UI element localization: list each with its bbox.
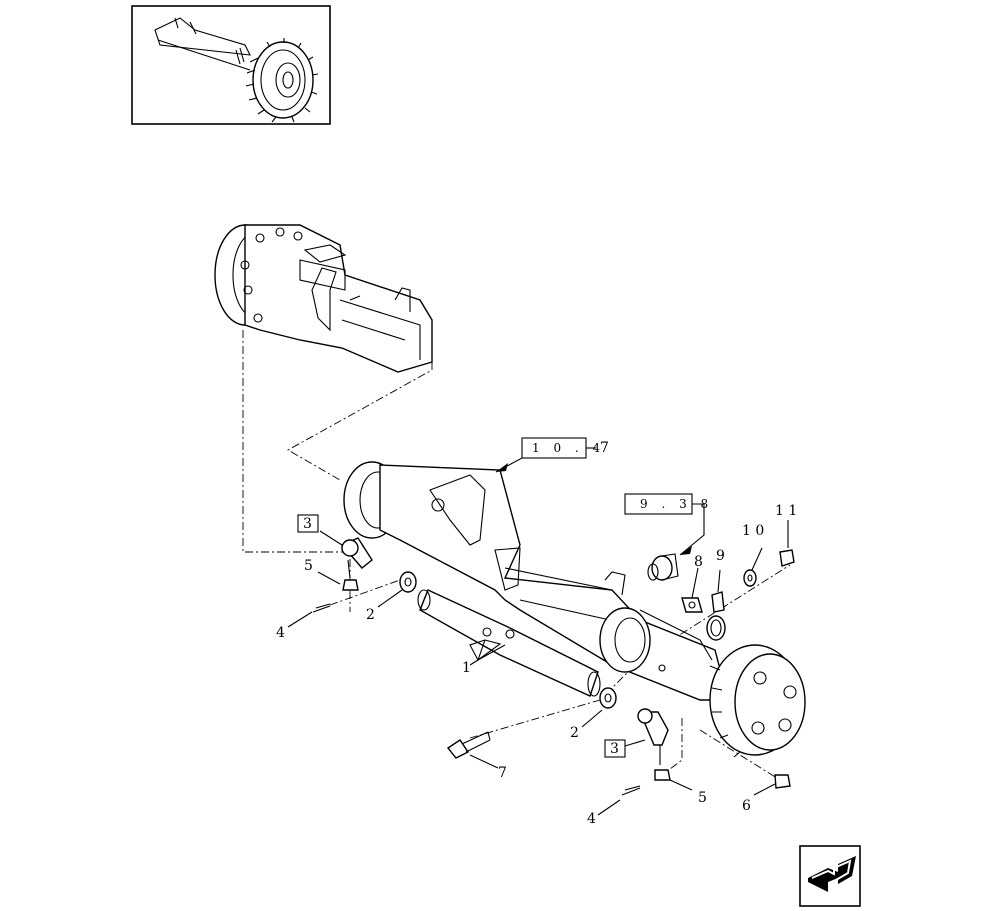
label-11: 1 1: [775, 503, 797, 519]
alignment-lines: [242, 330, 791, 781]
label-2-lower: 2: [570, 725, 579, 741]
label-5-upper: 5: [304, 558, 313, 574]
next-page-arrow-icon[interactable]: [799, 845, 861, 907]
label-5-lower: 5: [698, 790, 707, 806]
upper-hub-assembly: [214, 224, 433, 373]
reference-box-9-38: 9 . 3 8: [624, 493, 713, 515]
axle-beam: [343, 461, 729, 701]
ref-top-box-text: 1 0 . 4: [532, 441, 605, 455]
label-2-upper: 2: [366, 607, 375, 623]
ref-mid-box-text: 9 . 3 8: [640, 497, 713, 511]
boxed-label-3-lower: 3: [604, 739, 626, 758]
thumbnail-inset: [131, 5, 331, 125]
right-wheel-hub: [709, 644, 806, 758]
part-labels: 5 4 2 1 2 7 5 4 6 8 9 1 0 1 1: [276, 503, 797, 827]
label-8: 8: [694, 554, 703, 570]
label-9: 9: [716, 548, 725, 564]
label-6: 6: [742, 798, 751, 814]
label-4-lower: 4: [587, 811, 596, 827]
svg-text:3: 3: [303, 516, 312, 532]
svg-text:3: 3: [610, 741, 619, 757]
label-7: 7: [498, 765, 507, 781]
label-4-upper: 4: [276, 625, 285, 641]
tie-rod-tube: [417, 589, 601, 697]
label-10: 1 0: [742, 523, 764, 539]
label-1: 1: [462, 660, 471, 676]
reference-box-10-4: 1 0 . 4 7: [521, 437, 609, 459]
small-parts: [312, 537, 795, 796]
tractor-wheel-icon: [154, 17, 319, 123]
ref-top-suffix: 7: [600, 440, 609, 456]
boxed-label-3-upper: 3: [297, 514, 319, 533]
